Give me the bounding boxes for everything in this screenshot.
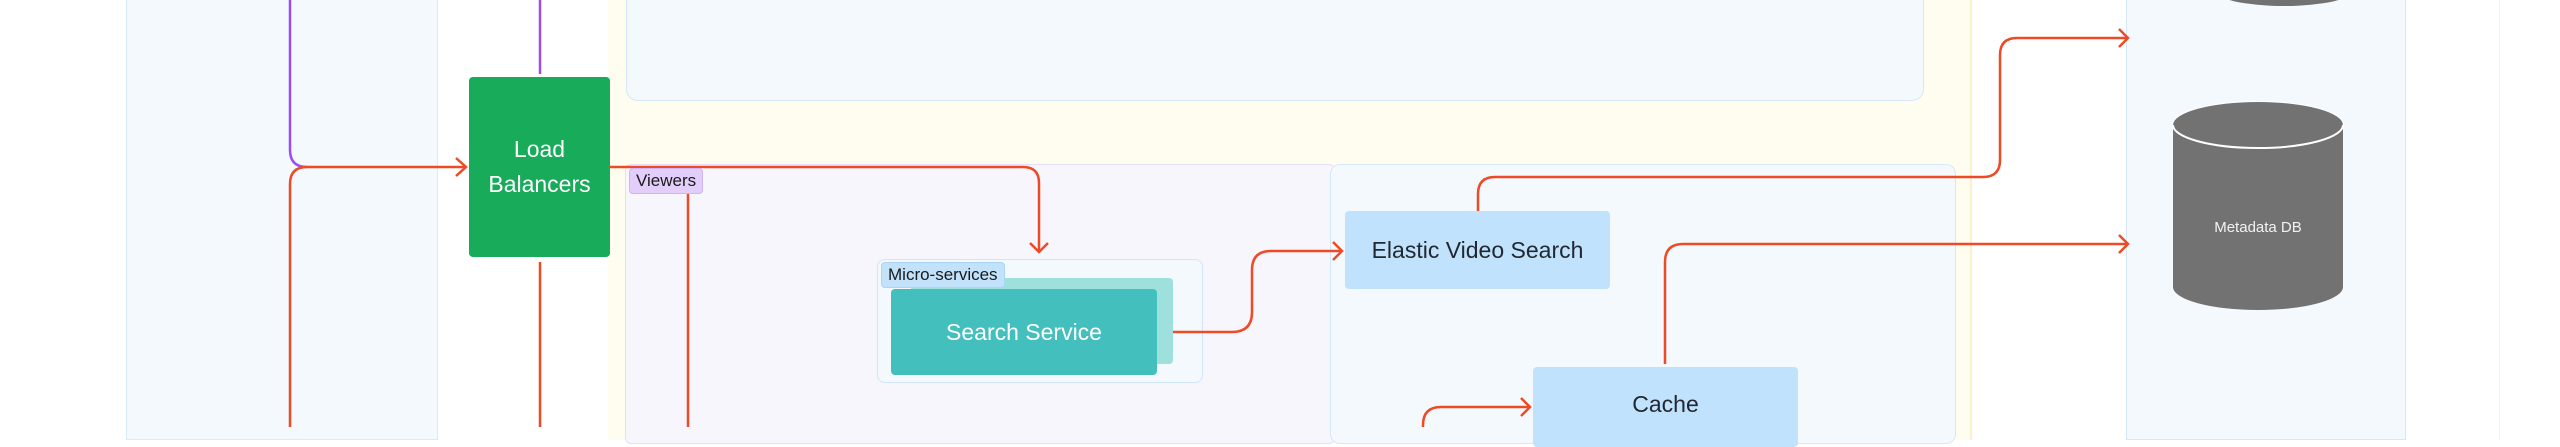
metadata-db-cylinder[interactable]: Metadata DB [2172, 101, 2344, 310]
edge-cache-to-db [1663, 242, 2128, 364]
search-service-node[interactable]: Search Service [891, 289, 1157, 375]
cache-label: Cache [1632, 391, 1699, 417]
database-body-icon [2173, 125, 2343, 310]
arrow-head-lb [455, 157, 468, 177]
edge-into-cache [1421, 405, 1530, 427]
client-zone [126, 0, 438, 440]
load-balancers-node[interactable]: Load Balancers [469, 77, 610, 257]
edge-elastic-to-db [1476, 36, 2128, 211]
metadata-db-label: Metadata DB [2214, 219, 2302, 236]
arrow-head-metadata-db [2118, 234, 2130, 254]
arrow-head-elastic [1332, 241, 1344, 261]
elastic-video-search-node[interactable]: Elastic Video Search [1345, 211, 1610, 289]
search-service-label: Search Service [946, 318, 1102, 345]
load-balancers-label-line1: Load [513, 136, 566, 162]
arrow-head-db-top [2118, 28, 2130, 48]
edge-search-to-elastic [1158, 249, 1342, 334]
outer-zone [2400, 0, 2500, 440]
micro-services-group-label: Micro-services [881, 262, 1005, 288]
cache-node[interactable]: Cache [1533, 367, 1798, 447]
arrow-head-cache [1520, 397, 1532, 417]
edge-client-upload [288, 0, 308, 169]
edge-client-to-lb [288, 165, 466, 427]
edge-lb-to-search-service [610, 165, 1041, 252]
elastic-video-search-label: Elastic Video Search [1371, 236, 1584, 263]
database-icon-top [2229, 0, 2339, 6]
connector-layer: Metadata DB [288, 0, 2344, 427]
arrow-head-search-service [1029, 242, 1049, 254]
viewers-group-label: Viewers [629, 168, 704, 194]
load-balancers-label-line2: Balancers [488, 171, 591, 197]
upper-service-group [626, 0, 1924, 101]
